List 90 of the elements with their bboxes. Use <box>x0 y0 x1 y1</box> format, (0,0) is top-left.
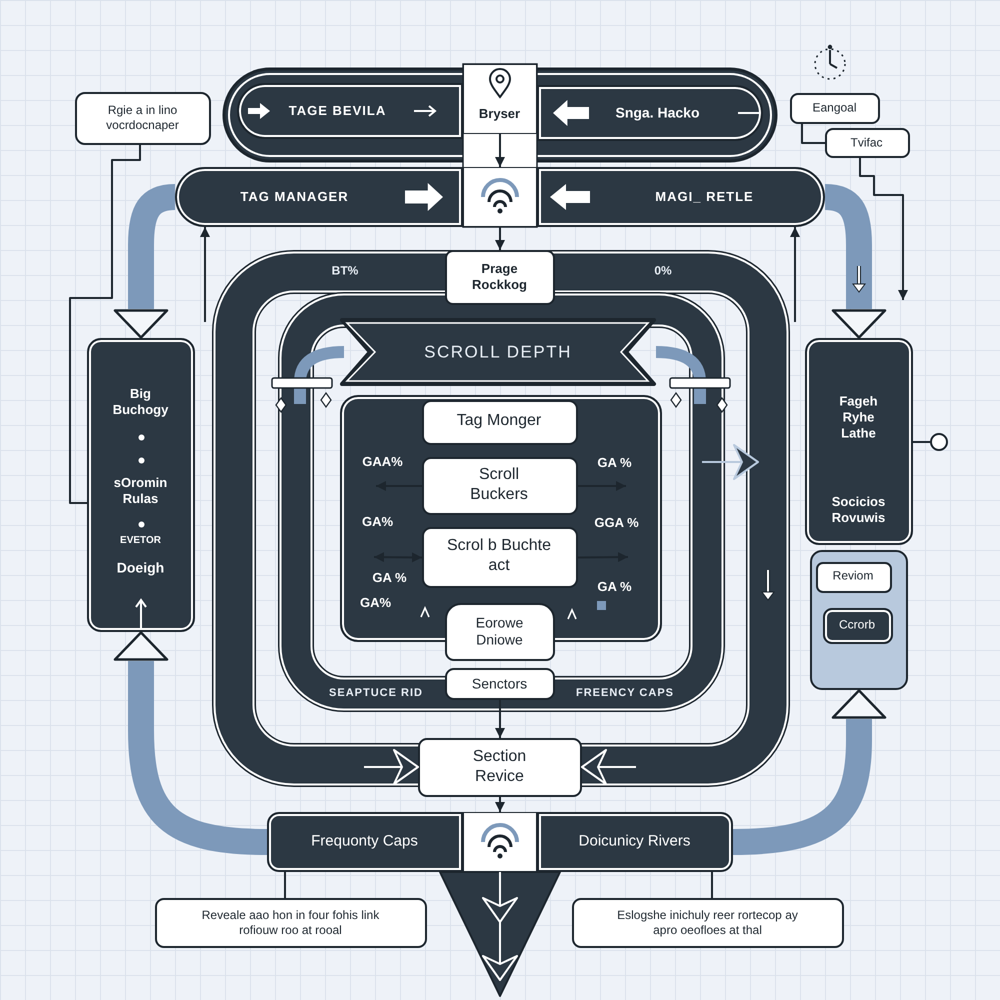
note-box <box>75 92 211 145</box>
arrow <box>581 749 636 785</box>
arrow <box>200 227 210 322</box>
flow-arrow <box>824 184 886 339</box>
note-box <box>572 898 844 948</box>
arrow <box>495 797 505 812</box>
process-box <box>445 668 555 700</box>
flow-arrow <box>732 689 886 855</box>
signal-panel <box>463 812 537 872</box>
leader-line <box>859 158 908 300</box>
bar-label: Frequonty Caps <box>311 832 418 851</box>
percent-label: GA % <box>597 578 632 595</box>
process-bar <box>537 812 733 872</box>
note-text: Eangoal <box>812 100 857 115</box>
panel-label: Big Buchogy <box>112 385 170 418</box>
bar-label: TAG MANAGER <box>240 188 349 205</box>
panel-label: Fageh Ryhe Lathe <box>838 393 879 442</box>
ring-label: SEAPTUCE RID <box>329 687 423 701</box>
process-bar <box>537 85 763 141</box>
process-bar <box>175 167 463 227</box>
percent-label: GAA% <box>362 453 403 470</box>
box-label: Prage Rockkog <box>471 260 528 293</box>
process-box <box>445 603 555 661</box>
arrow <box>495 700 505 738</box>
ring-track <box>278 292 725 712</box>
leader-line <box>69 145 141 504</box>
side-panel <box>87 338 195 632</box>
bar-label: MAGI_ RETLE <box>655 188 754 205</box>
ring-label: BT% <box>332 264 358 278</box>
arrow <box>482 872 518 981</box>
process-box <box>822 608 892 644</box>
note-box <box>155 898 427 948</box>
arrow <box>374 552 422 562</box>
note-text: Eslogshe inichuly reer rortecop ay apro oeofloes at thal <box>616 908 799 938</box>
ring-track <box>212 250 790 787</box>
box-label: Reviom <box>832 568 874 584</box>
process-bar <box>237 83 463 139</box>
box-label: Tag Monger <box>456 411 542 431</box>
box-label: Ccrorb <box>839 618 875 632</box>
process-bar <box>537 167 825 227</box>
signal-panel <box>463 167 537 227</box>
panel-label: EVETOR <box>120 534 161 547</box>
process-box <box>418 738 582 797</box>
bar-label: TAGE BEVILA <box>288 102 386 119</box>
box-label: Scrol b Buchte act <box>446 536 552 576</box>
process-box <box>422 400 578 444</box>
bar-label: Doicunicy Rivers <box>578 832 690 851</box>
box-label: Section Revice <box>472 746 528 786</box>
arrow <box>495 227 505 250</box>
banner-ribbon <box>340 318 656 386</box>
leader-line <box>711 872 713 898</box>
side-panel <box>805 338 913 545</box>
process-box <box>816 562 892 592</box>
note-text: Reveale aao hon in four fohis link rofiouw roo at rooal <box>200 908 380 938</box>
percent-label: GA% <box>362 513 394 530</box>
bar-label: Snga. Hacko <box>615 104 700 122</box>
panel-label: Doeigh <box>116 558 164 576</box>
process-box <box>422 526 578 588</box>
panel-label: sOromin Rulas <box>112 474 168 507</box>
percent-label: GA% <box>360 594 392 611</box>
box-label: Senctors <box>472 674 528 692</box>
percent-label: GA % <box>597 454 632 471</box>
ring-label: FREENCY CAPS <box>576 687 674 701</box>
note-box <box>825 128 910 158</box>
arrow <box>578 552 628 562</box>
note-box <box>790 93 880 124</box>
percent-label: GGA % <box>594 514 639 531</box>
arrow <box>364 749 419 785</box>
leader-line <box>913 441 930 443</box>
flow-arrow <box>114 184 176 339</box>
arrow <box>702 444 759 480</box>
box-label: Scroll Buckers <box>469 465 529 505</box>
percent-label: GA % <box>372 569 407 586</box>
box-label: Bryser <box>478 105 520 122</box>
process-box <box>445 250 555 305</box>
banner-title: SCROLL DEPTH <box>424 341 572 363</box>
leader-line <box>801 124 825 144</box>
leader-circle <box>930 433 948 451</box>
process-bar <box>267 812 463 872</box>
process-box <box>422 456 578 514</box>
panel-label: Socicios Rovuwis <box>830 493 886 526</box>
arrow <box>790 227 800 322</box>
note-text: Tvifac <box>850 135 882 150</box>
box-label: Eorowe Dniowe <box>474 614 524 649</box>
note-text: Rgie a in lino vocrdocnaper <box>105 102 180 132</box>
leader-line <box>284 872 286 898</box>
side-panel <box>810 550 908 690</box>
ring-label: 0% <box>654 264 672 278</box>
location-panel <box>463 64 537 134</box>
arrow <box>495 134 505 167</box>
